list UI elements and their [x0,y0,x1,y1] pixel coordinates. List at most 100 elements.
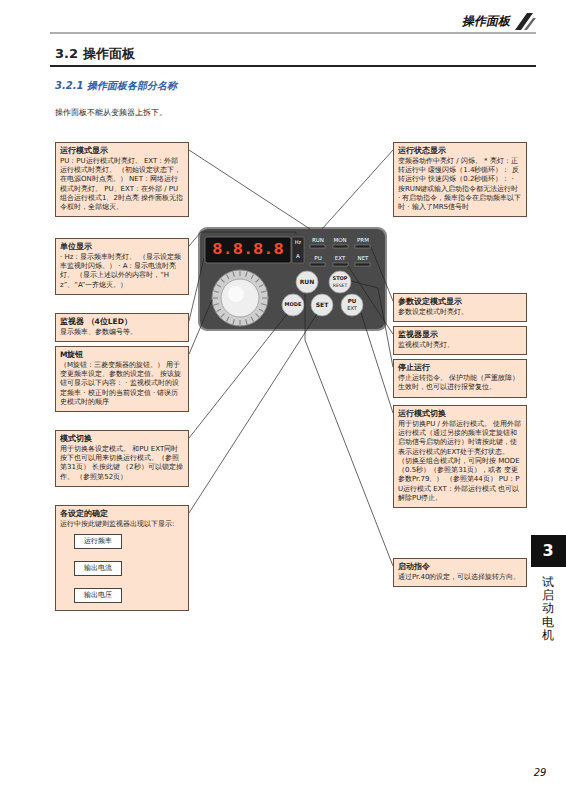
button-label: EXT [347,306,357,312]
callout-heading: 运行模式切换 [398,409,522,419]
chapter-tab [531,535,566,567]
callout-body: 用于切换PU / 外部运行模式。 使用外部运行模式（通过另接的频率设定旋钮和启动… [398,420,522,503]
callout-body: （M旋钮：三菱变频器的旋钮。） 用于变更频率设定、参数的设定值。 按该旋钮可显示… [60,361,184,407]
lamp-label: RUN [312,237,324,243]
dial-notch [239,271,240,276]
leader-line [189,150,310,229]
callout-body: 通过Pr.40的设定，可以选择旋转方向。 [398,573,522,582]
callout-body: 显示频率、参数编号等。 [60,328,184,337]
callout-box: 启动指令通过Pr.40的设定，可以选择旋转方向。 [393,558,527,587]
dial-notch [233,319,234,324]
dial-notch [256,314,260,318]
section-rule [50,65,536,67]
dial-notch [214,304,219,305]
callout-body: 停止运转指令。 保护功能（严重故障）生效时，也可以进行报警复位。 [398,374,522,392]
led-lamp [310,245,325,248]
leader-line [322,150,393,229]
leader-line [371,247,393,301]
led-lamp [310,263,325,266]
callout-box: 监视器 （4位LED）显示频率、参数编号等。 [55,313,189,342]
running-header: 操作面板 [462,15,510,28]
set-button [311,294,333,316]
leader-line [189,314,317,513]
callout-box: 模式切换用于切换各设定模式。 和PU EXT同时按下也可以用来切换运行模式。（参… [55,430,189,487]
callout-heading: M旋钮 [60,350,184,360]
lamp-label: PU [314,255,321,261]
m-dial-ring [212,270,268,326]
dial-highlight [228,286,244,302]
button-label: RESET [333,284,347,289]
leader-line [189,300,212,354]
callout-heading: 监视器 （4位LED） [60,317,184,327]
page-number: 29 [534,767,547,778]
unit-label: A [296,253,300,259]
callout-heading: 模式切换 [60,434,184,444]
callout-box: M旋钮（M旋钮：三菱变频器的旋钮。） 用于变更频率设定、参数的设定值。 按该旋钮… [55,346,189,412]
callout-heading: 停止运行 [398,363,522,373]
display-item-box: 运行频率 [74,534,122,549]
dial-notch [217,285,221,288]
callout-body: 变频器动作中亮灯 / 闪烁。 * 亮灯：正转运行中 缓慢闪烁（1.4秒循环）： … [398,157,522,212]
unit-window [292,237,304,263]
note-text: 操作面板不能从变频器上拆下。 [55,109,167,118]
chapter-number: 3 [542,542,553,560]
dial-notch [259,285,263,288]
callout-heading: 运行状态显示 [398,146,522,156]
subsection-title: 3.2.1 操作面板各部分名称 [55,80,177,91]
header-rule [50,33,536,34]
callout-heading: 输出电流 [77,564,119,573]
callout-body: 运行中按此键则监视器出现以下显示: [60,520,184,529]
dial-notch [239,320,240,325]
callout-box: 各设定的确定运行中按此键则监视器出现以下显示: 运行频率输出电流输出电压 [55,505,189,611]
callout-box: 监视器显示监视模式时亮灯。 [393,326,527,355]
callout-box: 参数设定模式显示参数设定模式时亮灯。 [393,293,527,322]
leader-line [348,266,393,334]
dial-notch [256,279,260,283]
lamp-label: PRM [357,237,369,243]
callout-heading: 各设定的确定 [60,509,184,519]
dial-notch [221,314,225,318]
panel-body [200,229,385,329]
lamp-label: MON [333,237,346,243]
callout-box: 运行模式显示PU：PU运行模式时亮灯。 EXT：外部运行模式时亮灯。 （初始设定… [55,142,189,217]
leader-line [189,258,204,321]
leader-line [361,313,393,413]
led-lamp [333,245,348,248]
display-item-box: 输出电流 [74,561,122,576]
dial-notch [251,275,254,279]
display-item-box: 输出电压 [74,588,122,603]
lamp-label: NET [358,255,369,261]
dial-notch [221,279,225,283]
led-lamp [333,263,348,266]
button-label: PU [348,298,357,304]
dial-notch [261,304,266,305]
callout-heading: 输出电压 [77,591,119,600]
button-label: SET [316,302,329,309]
callout-box: 运行状态显示变频器动作中亮灯 / 闪烁。 * 亮灯：正转运行中 缓慢闪烁（1.4… [393,142,527,217]
leader-line [351,281,393,367]
run-button [296,271,318,293]
callout-body: PU：PU运行模式时亮灯。 EXT：外部运行模式时亮灯。 （初始设定状态下，在电… [60,157,184,212]
button-label: MODE [285,302,302,308]
callout-body: · Hz：显示频率时亮灯。 （显示设定频率监视时闪烁。） · A：显示电流时亮灯… [60,253,184,290]
pu-ext-button [341,294,363,316]
callout-box: 停止运行停止运转指令。 保护功能（严重故障）生效时，也可以进行报警复位。 [393,359,527,397]
callout-heading: 监视器显示 [398,330,522,340]
m-dial-knob [221,279,259,317]
dial-notch [214,291,219,292]
leader-line [189,314,287,438]
unit-label: Hz [295,240,301,246]
button-label: RUN [300,279,315,286]
dial-notch [227,317,230,321]
section-title: 3.2 操作面板 [55,45,135,63]
dial-notch [259,309,263,312]
callout-box: 单位显示· Hz：显示频率时亮灯。 （显示设定频率监视时闪烁。） · A：显示电… [55,238,189,295]
stop-button [329,271,351,293]
callout-heading: 运行模式显示 [60,146,184,156]
dial-notch [261,291,266,292]
dial-notch [217,309,221,312]
chapter-title: 试启动电机 [542,576,554,642]
dial-notch [251,317,254,321]
led-window [205,237,291,263]
